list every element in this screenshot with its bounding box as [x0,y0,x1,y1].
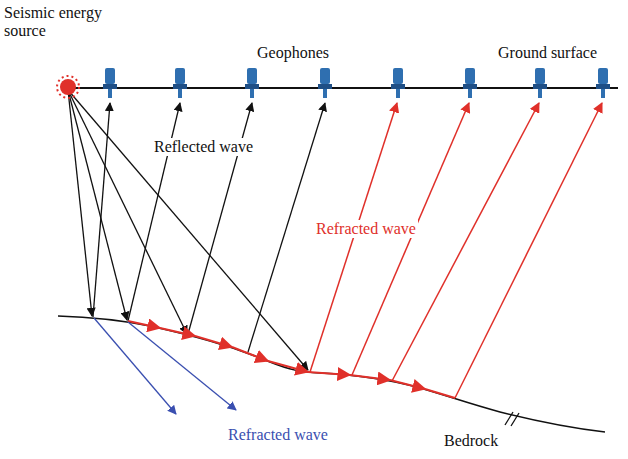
energy-source [57,76,79,98]
bedrock-interface [58,316,605,432]
bedrock-label: Bedrock [442,432,500,450]
geophone [463,68,477,98]
incident-rays [68,90,308,370]
surface-label: Ground surface [496,44,599,62]
refracted-rays-up [310,103,602,398]
geophone [245,68,259,98]
refracted-label: Refracted wave [314,220,418,238]
break-symbol [505,412,519,426]
geophone [318,68,332,98]
geophone-label: Geophones [255,44,331,62]
geophone [173,68,187,98]
geophones [103,68,610,98]
refracted-rays-down [94,318,236,414]
geophone [391,68,405,98]
reflected-rays [93,103,325,352]
geophone [533,68,547,98]
source-label: Seismic energy source [2,4,116,40]
geophone [596,68,610,98]
refracted-label: Refracted wave [226,426,330,444]
head-wave [128,321,455,398]
reflected-label: Reflected wave [152,138,255,156]
geophone [103,68,117,98]
